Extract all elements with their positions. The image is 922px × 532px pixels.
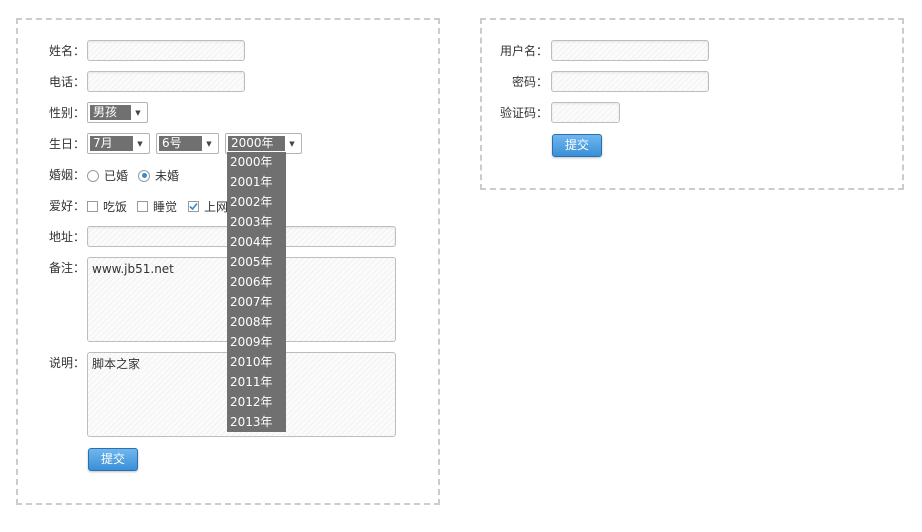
remark-label: 备注： [49,261,86,275]
hobby-option-label: 上网 [204,200,229,214]
year-option[interactable]: 2005年 [230,255,273,269]
day-selected-value: 6号 [159,136,202,151]
name-input[interactable] [87,40,245,61]
chevron-down-icon: ▼ [135,108,141,117]
month-selected-value: 7月 [90,136,133,151]
phone-label: 电话： [49,75,86,89]
year-option[interactable]: 2002年 [230,195,273,209]
registration-form-panel [16,18,440,505]
hobby-option-label: 吃饭 [103,200,128,214]
year-option[interactable]: 2001年 [230,175,273,189]
password-input[interactable] [551,71,709,92]
login-form-panel [480,18,904,190]
year-option[interactable]: 2012年 [230,395,273,409]
year-option[interactable]: 2006年 [230,275,273,289]
radio-selected-icon[interactable] [138,169,150,182]
description-label: 说明： [49,356,86,370]
captcha-label: 验证码： [499,106,548,120]
password-label: 密码： [511,75,548,89]
checkbox-checked-icon[interactable] [188,201,199,212]
checkbox-icon[interactable] [137,201,148,212]
phone-input[interactable] [87,71,245,92]
captcha-input[interactable] [551,102,620,123]
chevron-down-icon: ▼ [137,139,143,148]
year-option[interactable]: 2011年 [230,375,273,389]
year-option[interactable]: 2004年 [230,235,273,249]
gender-select[interactable]: 男孩 ▼ [87,102,148,123]
month-select[interactable]: 7月 ▼ [87,133,150,154]
marital-option-married[interactable]: 已婚 [87,167,128,184]
hobby-option-label: 睡觉 [153,200,178,214]
chevron-down-icon: ▼ [289,139,295,148]
address-label: 地址： [49,230,86,244]
checkbox-icon[interactable] [87,201,98,212]
name-label: 姓名： [49,44,86,58]
year-option[interactable]: 2010年 [230,355,273,369]
username-label: 用户名： [499,44,548,58]
year-option[interactable]: 2013年 [230,415,273,429]
year-option[interactable]: 2008年 [230,315,273,329]
year-option[interactable]: 2000年 [230,155,273,169]
gender-selected-value: 男孩 [90,105,131,120]
hobby-option-eat[interactable]: 吃饭 [87,198,127,215]
year-select[interactable]: 2000年 ▼ [225,133,302,154]
hobby-option-internet[interactable]: 上网 [188,198,228,215]
marital-option-label: 已婚 [104,169,129,183]
day-select[interactable]: 6号 ▼ [156,133,219,154]
hobby-option-sleep[interactable]: 睡觉 [137,198,177,215]
year-option[interactable]: 2009年 [230,335,273,349]
year-dropdown-list: 2000年 2001年 2002年 2003年 2004年 2005年 2006… [227,152,286,432]
marital-option-single[interactable]: 未婚 [138,167,179,184]
year-option[interactable]: 2007年 [230,295,273,309]
birthday-label: 生日： [49,137,86,151]
username-input[interactable] [551,40,709,61]
year-selected-value: 2000年 [228,136,285,151]
radio-icon[interactable] [87,169,99,182]
marital-label: 婚姻： [49,168,86,182]
login-submit-button[interactable]: 提交 [552,134,602,157]
register-submit-button[interactable]: 提交 [88,448,138,471]
chevron-down-icon: ▼ [206,139,212,148]
gender-label: 性别： [49,106,86,120]
year-option[interactable]: 2003年 [230,215,273,229]
marital-option-label: 未婚 [155,169,180,183]
hobby-label: 爱好： [49,199,86,213]
